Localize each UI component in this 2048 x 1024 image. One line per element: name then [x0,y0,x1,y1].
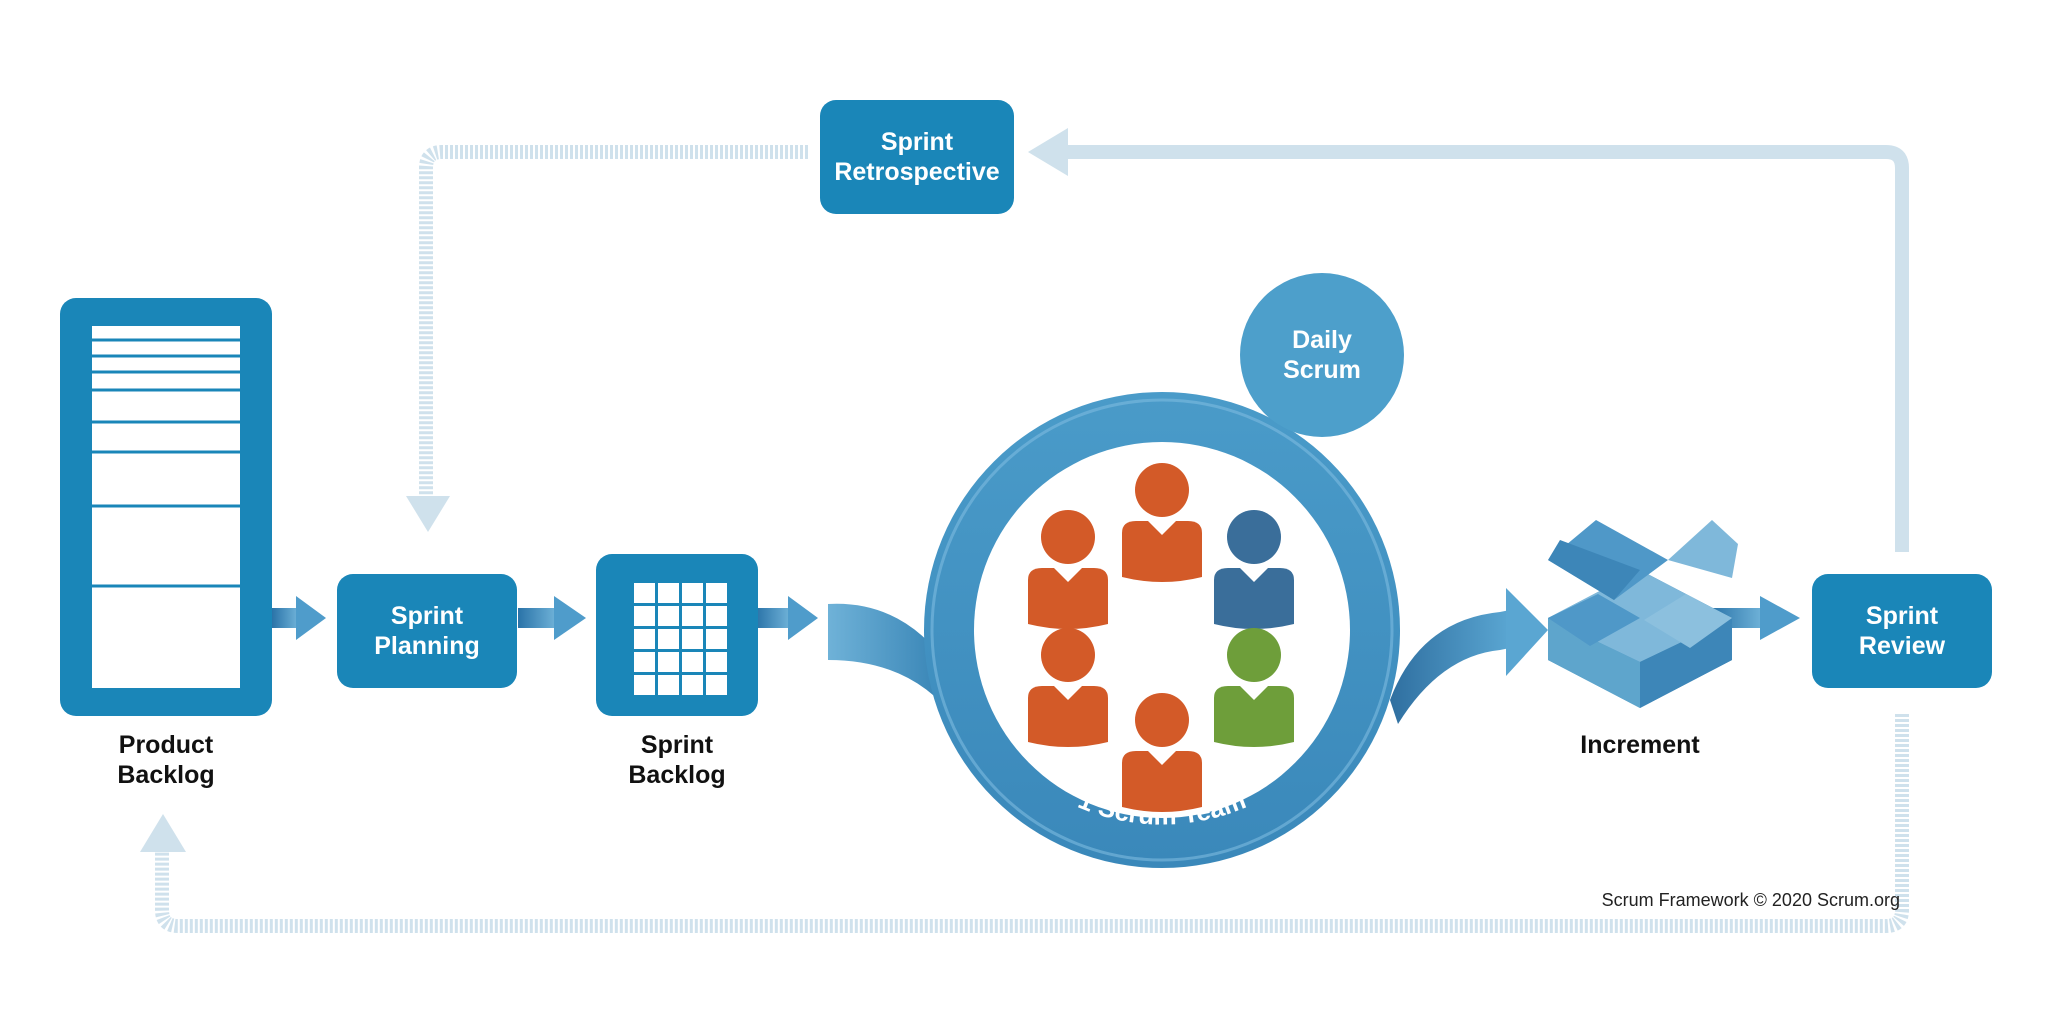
team-member-icon [1214,628,1294,747]
arrowhead-to-product-backlog [140,814,186,852]
sprint-backlog-grid-cell [706,583,727,603]
arrowhead-to-planning [406,496,450,532]
sprint-retrospective-line2: Retrospective [834,158,1000,186]
team-member-icon [1028,628,1108,747]
arrowhead-to-retrospective [1028,128,1068,176]
sprint-backlog-grid-cell [682,675,703,695]
team-member-icon [1214,510,1294,629]
team-member-icon [1028,510,1108,629]
team-member-icon [1122,693,1202,812]
sprint-backlog-grid-cell [658,583,679,603]
increment-label: Increment [1560,730,1720,760]
retrospective-loop-arrow [419,145,1909,552]
sprint-backlog-grid-cell [634,606,655,626]
sprint-swoosh-in [828,603,960,720]
sprint-planning-line1: Sprint [390,602,464,630]
daily-scrum-circle: Daily Scrum [1240,273,1404,437]
sprint-backlog-grid-cell [706,606,727,626]
product-backlog-label: Product Backlog [86,730,246,790]
sprint-backlog-label: Sprint Backlog [597,730,757,790]
sprint-swoosh-out [1390,588,1548,724]
sprint-backlog-grid-cell [682,629,703,649]
sprint-backlog-grid-cell [682,652,703,672]
scrum-team-members [1028,463,1294,812]
daily-scrum-line1: Daily [1292,326,1352,354]
sprint-backlog-grid-cell [658,652,679,672]
sprint-backlog-label-line1: Sprint [640,731,714,759]
copyright-credit: Scrum Framework © 2020 Scrum.org [1601,890,1900,910]
product-backlog-label-line1: Product [118,731,214,759]
product-backlog-icon [60,298,272,716]
sprint-backlog-grid-cell [658,629,679,649]
sprint-backlog-grid-cell [706,675,727,695]
flow-arrow-sprint-backlog-to-sprint [756,596,818,640]
sprint-planning-line2: Planning [374,632,480,660]
increment-box-icon [1548,520,1738,708]
sprint-backlog-grid-icon [596,554,758,716]
sprint-backlog-grid-cell [682,606,703,626]
sprint-backlog-grid-cell [682,583,703,603]
sprint-backlog-label-line2: Backlog [628,761,726,789]
team-member-icon [1122,463,1202,582]
sprint-retrospective-line1: Sprint [880,128,954,156]
sprint-backlog-grid-cell [658,675,679,695]
sprint-backlog-grid-cell [706,629,727,649]
sprint-review-box: Sprint Review [1812,574,1992,688]
sprint-backlog-grid-cell [634,675,655,695]
daily-scrum-line2: Scrum [1283,356,1361,384]
product-backlog-label-line2: Backlog [117,761,215,789]
sprint-review-line2: Review [1858,632,1946,660]
sprint-backlog-grid-cell [634,629,655,649]
sprint-planning-box: Sprint Planning [337,574,517,688]
sprint-backlog-grid-cell [634,583,655,603]
refinement-loop-arrow [155,714,1909,933]
sprint-backlog-grid-cell [658,606,679,626]
flow-arrow-backlog-to-planning [272,596,326,640]
sprint-backlog-grid-cell [634,652,655,672]
sprint-backlog-grid-cell [706,652,727,672]
increment-label-text: Increment [1580,731,1700,759]
flow-arrow-planning-to-sprint-backlog [518,596,586,640]
sprint-retrospective-box: Sprint Retrospective [820,100,1014,214]
sprint-review-line1: Sprint [1865,602,1939,630]
